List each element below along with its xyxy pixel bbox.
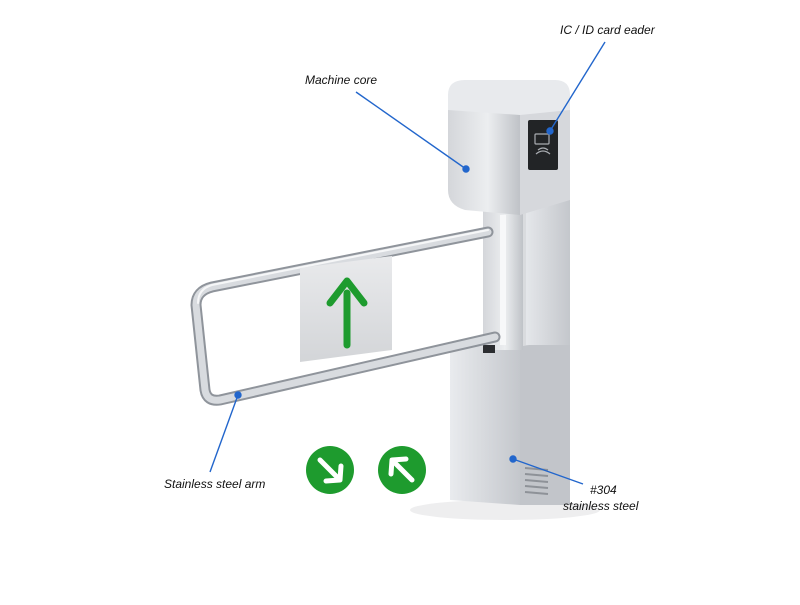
arrow-panel — [300, 256, 392, 362]
lower-cabinet — [450, 335, 570, 505]
arrow-up-left-icon — [388, 456, 415, 483]
arrow-down-right-icon — [317, 457, 344, 484]
callout-machine-core — [355, 91, 467, 170]
card-reader-panel — [528, 120, 558, 170]
steel-material-label: stainless steel — [563, 499, 639, 513]
rfid-card-icon — [534, 133, 551, 155]
machine-core-label: Machine core — [305, 73, 378, 87]
arrow-up-icon — [326, 277, 368, 349]
arm-label: Stainless steel arm — [164, 477, 266, 491]
callout-card-reader — [549, 41, 606, 132]
steel-grade-label: #304 — [590, 483, 617, 497]
callout-lines — [209, 41, 606, 485]
direction-badge-entry — [378, 446, 426, 494]
callout-arm — [209, 394, 239, 473]
swing-arm — [190, 226, 501, 406]
card-reader-label: IC / ID card eader — [560, 23, 655, 37]
callout-steel — [512, 458, 584, 485]
direction-badge-exit — [306, 446, 354, 494]
